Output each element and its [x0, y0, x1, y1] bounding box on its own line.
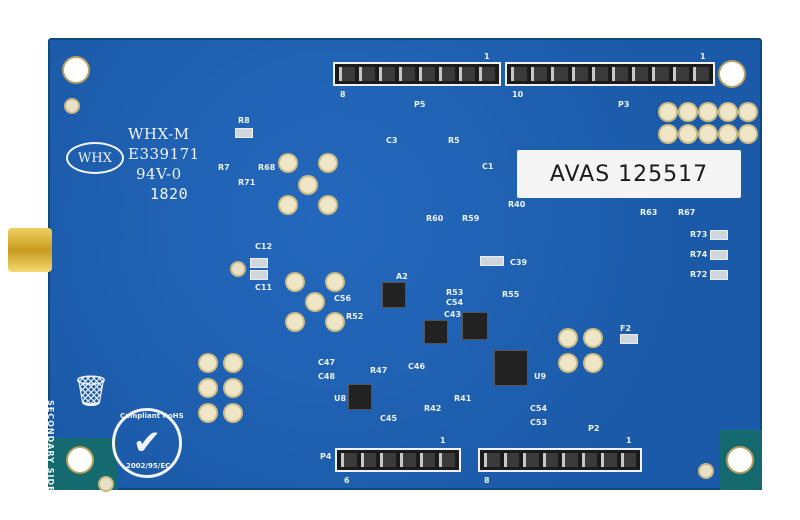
mounting-hole [728, 448, 752, 472]
ic-chip-u8 [348, 384, 372, 410]
marking-line: WHX-M [128, 125, 190, 143]
designator: C43 [444, 310, 462, 319]
designator: C11 [255, 283, 273, 292]
mounting-hole [720, 62, 744, 86]
designator: C46 [408, 362, 426, 371]
ic-chip [424, 320, 448, 344]
designator: U9 [534, 372, 547, 381]
designator: R41 [454, 394, 472, 403]
connector-p4 [335, 448, 461, 472]
designator: R40 [508, 200, 526, 209]
marking-line: 1820 [150, 185, 189, 203]
designator: C53 [530, 418, 548, 427]
designator: R8 [238, 116, 250, 125]
designator: C12 [255, 242, 273, 251]
connector-p5 [333, 62, 501, 86]
designator: U8 [334, 394, 347, 403]
sma-antenna-connector [8, 228, 52, 272]
designator: R55 [502, 290, 520, 299]
marking-line: E339171 [128, 145, 200, 163]
pin-number: 10 [512, 90, 524, 99]
designator: R71 [238, 178, 256, 187]
checkmark-icon: ✔ [132, 423, 162, 463]
designator: C39 [510, 258, 528, 267]
designator: C54 [446, 298, 464, 307]
connector-label: P2 [588, 424, 600, 433]
designator: R52 [346, 312, 364, 321]
designator: A2 [396, 272, 408, 281]
mounting-hole [68, 448, 92, 472]
pin-number: 1 [700, 52, 706, 61]
connector-label: P3 [618, 100, 630, 109]
rohs-text-top: Compliant RoHS [120, 412, 184, 420]
rohs-mark: ✔ [112, 408, 182, 478]
designator: R60 [426, 214, 444, 223]
designator: R53 [446, 288, 464, 297]
asset-label: AVAS 125517 [517, 150, 741, 198]
ic-chip [382, 282, 406, 308]
designator: R47 [370, 366, 388, 375]
designator: R72 [690, 270, 708, 279]
designator: R42 [424, 404, 442, 413]
pin-number: 8 [340, 90, 346, 99]
rohs-text-bottom: 2002/95/EC [126, 462, 171, 470]
pin-number: 1 [626, 436, 632, 445]
designator: R7 [218, 163, 230, 172]
designator: C1 [482, 162, 494, 171]
pin-number: 1 [440, 436, 446, 445]
designator: R74 [690, 250, 708, 259]
designator: C47 [318, 358, 336, 367]
designator: C45 [380, 414, 398, 423]
designator: R5 [448, 136, 460, 145]
designator: C3 [386, 136, 398, 145]
designator: F2 [620, 324, 632, 333]
designator: C48 [318, 372, 336, 381]
side-label: SECONDARY SIDE [46, 400, 55, 493]
connector-p3 [505, 62, 715, 86]
designator: R73 [690, 230, 708, 239]
crossed-bin-icon: 🗑 [72, 374, 111, 409]
connector-label: P4 [320, 452, 332, 461]
mounting-hole [64, 58, 88, 82]
designator: R68 [258, 163, 276, 172]
designator: R59 [462, 214, 480, 223]
designator: C56 [334, 294, 352, 303]
marking-line: 94V-0 [136, 165, 182, 183]
connector-p2 [478, 448, 642, 472]
pin-number: 8 [484, 476, 490, 485]
ic-chip-u9 [494, 350, 528, 386]
designator: C54 [530, 404, 548, 413]
pin-number: 6 [344, 476, 350, 485]
pin-number: 1 [484, 52, 490, 61]
manufacturer-logo: WHX [66, 142, 124, 174]
ic-chip [462, 312, 488, 340]
connector-label: P5 [414, 100, 426, 109]
designator: R63 [640, 208, 658, 217]
designator: R67 [678, 208, 696, 217]
